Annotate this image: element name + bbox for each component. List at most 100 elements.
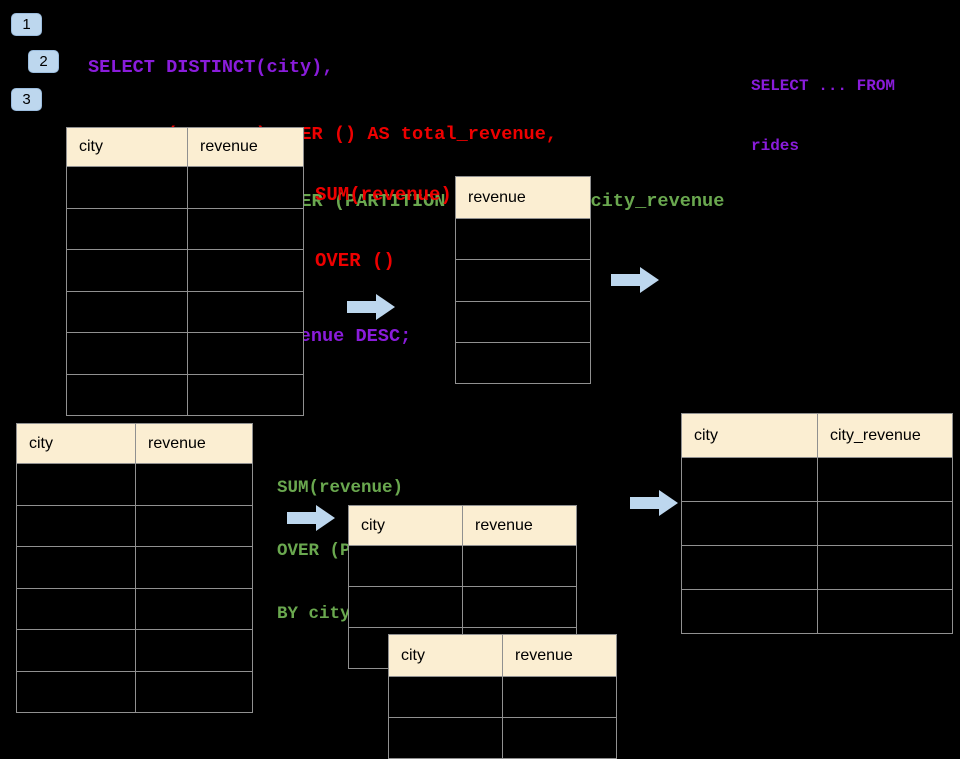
step-badge-label: 3: [22, 91, 31, 108]
header-row: revenue: [455, 176, 591, 219]
empty-cell: [187, 207, 304, 250]
empty-cell: [462, 586, 577, 628]
table-row: [16, 587, 253, 630]
step-badge-3: 3: [11, 88, 42, 111]
side-note: SELECT ... FROM rides: [751, 36, 895, 176]
table-row: [16, 546, 253, 589]
step-badge-2: 2: [28, 50, 59, 73]
table-row: [66, 249, 304, 292]
empty-cell: [187, 373, 304, 416]
empty-cell: [502, 717, 617, 759]
empty-cell: [135, 504, 253, 547]
empty-cell: [388, 676, 503, 718]
label-line: OVER (): [315, 250, 395, 272]
column-header-revenue: revenue: [455, 176, 591, 219]
empty-cell: [462, 545, 577, 587]
empty-cell: [455, 341, 591, 385]
empty-cell: [455, 217, 591, 261]
column-header-city: city: [16, 423, 136, 464]
column-header-revenue: revenue: [135, 423, 253, 464]
rides-table-top: city revenue: [66, 127, 304, 416]
rides-table-bottom: city revenue: [16, 423, 253, 713]
column-header-revenue: revenue: [462, 505, 577, 546]
empty-cell: [135, 463, 253, 506]
table-row: [66, 207, 304, 250]
sql-line-select: SELECT DISTINCT(city),: [88, 56, 334, 78]
empty-cell: [388, 717, 503, 759]
table-row: [455, 259, 591, 302]
label-sum-over-empty: SUM(revenue) OVER (): [315, 140, 452, 294]
table-row: [16, 670, 253, 713]
empty-cell: [455, 300, 591, 343]
empty-cell: [66, 290, 188, 333]
table-row: [681, 545, 953, 590]
column-header-city: city: [66, 127, 188, 167]
header-row: city revenue: [388, 634, 617, 677]
label-line: SUM(revenue): [315, 184, 452, 206]
header-row: city revenue: [348, 505, 577, 546]
empty-cell: [66, 166, 188, 209]
step-badge-1: 1: [11, 13, 42, 36]
empty-cell: [16, 670, 136, 713]
table-row: [66, 166, 304, 209]
column-header-city: city: [388, 634, 503, 677]
empty-cell: [66, 207, 188, 250]
column-header-city: city: [681, 413, 818, 458]
empty-cell: [817, 589, 953, 634]
table-row: [681, 457, 953, 502]
header-row: city city_revenue: [681, 413, 953, 458]
column-header-city-revenue: city_revenue: [817, 413, 953, 458]
empty-cell: [502, 676, 617, 718]
empty-cell: [16, 587, 136, 630]
table-row: [16, 629, 253, 672]
partition-table-overlay: city revenue: [388, 634, 617, 759]
empty-cell: [16, 546, 136, 589]
empty-cell: [16, 463, 136, 506]
empty-cell: [187, 166, 304, 209]
arrow-right-icon: [347, 294, 395, 320]
empty-cell: [187, 332, 304, 375]
empty-cell: [66, 373, 188, 416]
table-row: [455, 217, 591, 261]
table-row: [681, 589, 953, 634]
column-header-city: city: [348, 505, 463, 546]
column-header-revenue: revenue: [187, 127, 304, 167]
label-line: SUM(revenue): [277, 478, 404, 498]
empty-cell: [135, 629, 253, 672]
empty-cell: [16, 629, 136, 672]
table-row: [681, 501, 953, 546]
empty-cell: [817, 501, 953, 546]
empty-cell: [817, 545, 953, 590]
slide-canvas: { "colors": { "background": "#000000", "…: [11, 13, 953, 759]
empty-cell: [681, 457, 818, 502]
empty-cell: [817, 457, 953, 502]
step-badge-label: 2: [39, 53, 48, 70]
table-row: [16, 504, 253, 547]
side-note-line2: rides: [751, 137, 800, 155]
empty-cell: [16, 504, 136, 547]
total-revenue-table: revenue: [455, 176, 591, 385]
column-header-revenue: revenue: [502, 634, 617, 677]
header-row: city revenue: [66, 127, 304, 167]
arrow-right-icon: [611, 267, 659, 293]
arrow-right-icon: [630, 490, 678, 516]
empty-cell: [187, 249, 304, 292]
table-row: [388, 717, 617, 759]
table-row: [66, 332, 304, 375]
empty-cell: [681, 501, 818, 546]
empty-cell: [681, 545, 818, 590]
empty-cell: [135, 670, 253, 713]
side-note-line1: SELECT ... FROM: [751, 77, 896, 95]
city-revenue-table: city city_revenue: [681, 413, 953, 634]
empty-cell: [348, 586, 463, 628]
label-line: BY city): [277, 604, 362, 624]
empty-cell: [66, 332, 188, 375]
table-row: [388, 676, 617, 718]
table-row: [455, 300, 591, 343]
table-row: [348, 545, 577, 587]
empty-cell: [135, 587, 253, 630]
header-row: city revenue: [16, 423, 253, 464]
table-row: [66, 373, 304, 416]
step-badge-label: 1: [22, 16, 31, 33]
table-row: [455, 341, 591, 385]
